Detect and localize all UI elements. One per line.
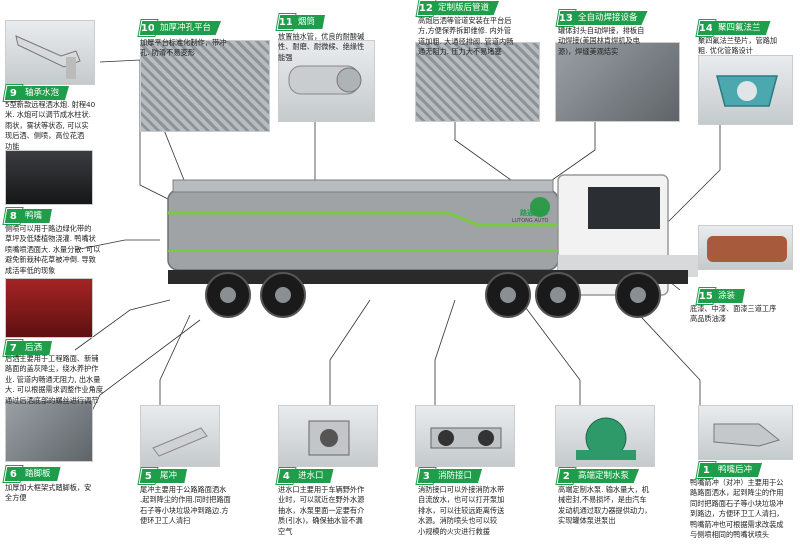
callout-10-title: 加厚冲孔平台 <box>154 21 222 35</box>
callout-7-title: 后洒 <box>19 341 53 355</box>
callout-12-desc: 高炮后洒等管道安装在平台后方,方便保养拆卸维修. 内外管道加粗. 大通径排阀. … <box>418 16 514 57</box>
paint-sample-photo <box>698 225 793 270</box>
water-pump-photo <box>555 405 655 467</box>
callout-12-title: 定制版后管道 <box>432 1 500 15</box>
callout-1-desc: 鸭嘴箭冲（对冲）主要用于公路路面洒水，起到降尘的作用同时把路面石子等小块垃圾冲到… <box>690 478 784 540</box>
rear-sprinkler-photo <box>5 278 93 338</box>
callout-2-title: 高端定制水泵 <box>572 469 640 483</box>
side-spray-nozzle-photo <box>5 150 93 205</box>
truck-brand-cn: 路通汽车 <box>520 209 548 217</box>
callout-5-desc: 尾冲主要用于公路路面洒水.起到降尘的作用.同时把路面石子等小块垃圾冲到路边.方便… <box>140 485 231 526</box>
callout-4-title: 进水口 <box>292 469 334 483</box>
callout-1-title: 鸭嘴后冲 <box>712 463 763 477</box>
callout-5-title: 尾冲 <box>154 469 188 483</box>
flange-gasket-photo <box>698 55 793 125</box>
callout-9-title: 轴承水泡 <box>19 86 70 100</box>
water-cannon-photo <box>5 20 95 85</box>
callout-4-desc: 进水口主要用于车辆野外作业时，可以就近在野外水源抽水，水泵里面一定要有介质(引水… <box>278 485 365 536</box>
duckbill-nozzle-photo <box>698 405 793 460</box>
callout-7-desc: 后洒主要用于工程路面、新铺路面的盖灰降尘，绕水养护作业. 管道内畅通无阻力, 出… <box>5 354 104 405</box>
callout-11-title: 烟筒 <box>292 15 326 29</box>
callout-6-desc: 加厚加大框架式踏脚板，安全方便 <box>5 483 92 503</box>
step-board-photo <box>5 400 93 462</box>
truck-brand-en: LUTONG AUTO <box>512 218 549 224</box>
pipe-holder-photo <box>278 40 375 122</box>
callout-15-desc: 底漆、中漆、面漆三道工序高品质油漆 <box>690 304 777 324</box>
rear-flush-nozzle-photo <box>140 405 220 467</box>
water-inlet-photo <box>278 405 378 467</box>
callout-10-desc: 加厚平台标准化制作，带冲孔. 防滑不易变形 <box>140 38 227 58</box>
water-truck-illustration <box>167 174 698 318</box>
callout-11-desc: 放置抽水管，优良的耐酸碱性、耐磨、耐微候、绝缘性能强 <box>278 32 365 62</box>
callout-3-title: 消防接口 <box>432 469 483 483</box>
callout-8-desc: 侧喷可以用于路边绿化带的草坪及低矮植物浇灌. 鸭嘴状喷嘴喷洒面大. 水量分散. … <box>5 224 101 275</box>
welding-photo <box>555 42 680 122</box>
rear-pipeline-photo <box>415 42 540 122</box>
callout-3-desc: 消防接口可以外接消防水带自流放水，也可以打开泵加排水，可以往较远距离传送水源。消… <box>418 485 505 536</box>
callout-14-title: 聚四氟法兰 <box>712 21 771 35</box>
callout-15-title: 涂装 <box>712 289 746 303</box>
callout-8-title: 鸭嘴 <box>19 209 53 223</box>
callout-13-title: 全自动焊接设备 <box>572 11 648 25</box>
callout-14-desc: 聚四氟法兰垫片，管路加粗. 优化管路设计 <box>698 36 778 56</box>
callout-6-title: 踏脚板 <box>19 467 61 481</box>
perforated-platform-photo <box>140 40 270 132</box>
callout-2-desc: 高端定制水泵. 输水量大，机械密封,不易损坏，是由汽车发动机通过取力器提供动力，… <box>558 485 652 526</box>
callout-13-desc: 罐体封头自动焊接，排板自动焊接(美国林肯焊机及电源)，焊缝美观结实 <box>558 26 645 56</box>
brand-logo-icon <box>530 197 550 217</box>
fire-interface-photo <box>415 405 515 467</box>
